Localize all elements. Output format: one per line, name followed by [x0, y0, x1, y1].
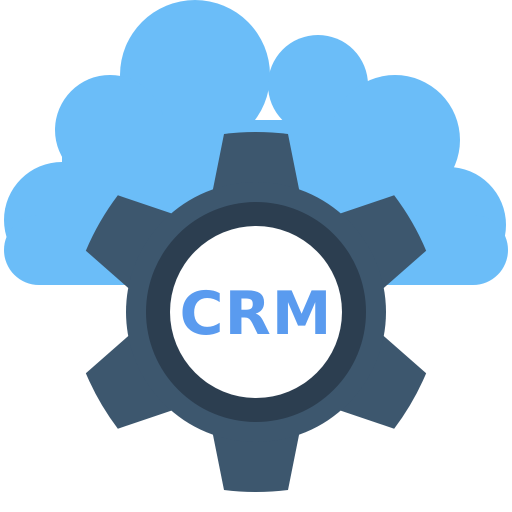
gear-tooth — [336, 195, 427, 292]
gear-tooth — [336, 332, 427, 429]
gear-tooth — [85, 332, 176, 429]
gear-tooth — [212, 430, 300, 492]
gear-tooth — [212, 132, 300, 194]
crm-label: CRM — [180, 279, 333, 349]
gear-tooth — [85, 195, 176, 292]
gear-icon: CRM — [85, 132, 427, 492]
gear-center — [170, 226, 342, 398]
